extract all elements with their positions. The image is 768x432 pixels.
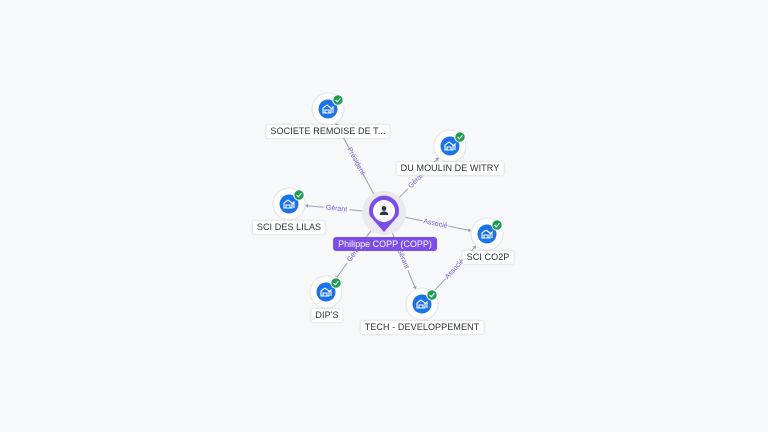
edge-label-bg <box>347 147 367 174</box>
edge-arrow-icon <box>412 285 417 290</box>
company-node-dips[interactable] <box>309 275 343 309</box>
company-node-co2p[interactable] <box>470 217 504 251</box>
company-node-lilas[interactable] <box>272 187 306 221</box>
check-icon <box>330 277 342 289</box>
building-icon <box>322 104 334 114</box>
node-badge <box>318 99 338 119</box>
building-icon <box>283 199 295 209</box>
building-icon <box>481 229 493 239</box>
building-icon <box>320 287 332 297</box>
node-label: SCI CO2P <box>462 251 514 264</box>
check-icon <box>491 219 503 231</box>
check-icon <box>454 131 466 143</box>
node-label: TECH - DEVELOPPEMENT <box>360 321 484 334</box>
edge-label-bg <box>422 216 450 230</box>
center-badge <box>373 200 395 222</box>
company-node-moulin[interactable] <box>433 129 467 163</box>
check-icon <box>332 94 344 106</box>
building-icon <box>444 141 456 151</box>
node-label: DU MOULIN DE WITRY <box>396 162 504 175</box>
company-node-tech[interactable] <box>405 287 439 321</box>
edge-arrow-icon <box>472 245 477 250</box>
center-label: Philippe COPP (COPP) <box>333 237 437 251</box>
edge-arrow-icon <box>467 228 472 233</box>
edge-arrow-icon <box>435 157 439 161</box>
node-label: SOCIETE REMOISE DE T... <box>266 125 390 138</box>
node-badge <box>477 224 497 244</box>
edge-arrow-icon <box>304 203 309 208</box>
company-node-societe[interactable] <box>311 92 345 126</box>
check-icon <box>426 289 438 301</box>
node-badge <box>316 282 336 302</box>
edge-label: Associé <box>423 218 449 230</box>
edge-label-bg <box>441 256 466 281</box>
node-badge <box>440 136 460 156</box>
edge-label-bg <box>323 202 350 213</box>
edge-label: Gérant <box>325 205 347 214</box>
check-icon <box>293 189 305 201</box>
node-label: SCI DES LILAS <box>252 221 326 234</box>
person-icon <box>379 206 389 215</box>
building-icon <box>416 299 428 309</box>
node-badge <box>412 294 432 314</box>
node-badge <box>279 194 299 214</box>
edge-label-bg <box>395 244 413 272</box>
center-person-node[interactable] <box>362 191 406 235</box>
node-label: DIP'S <box>311 309 343 322</box>
